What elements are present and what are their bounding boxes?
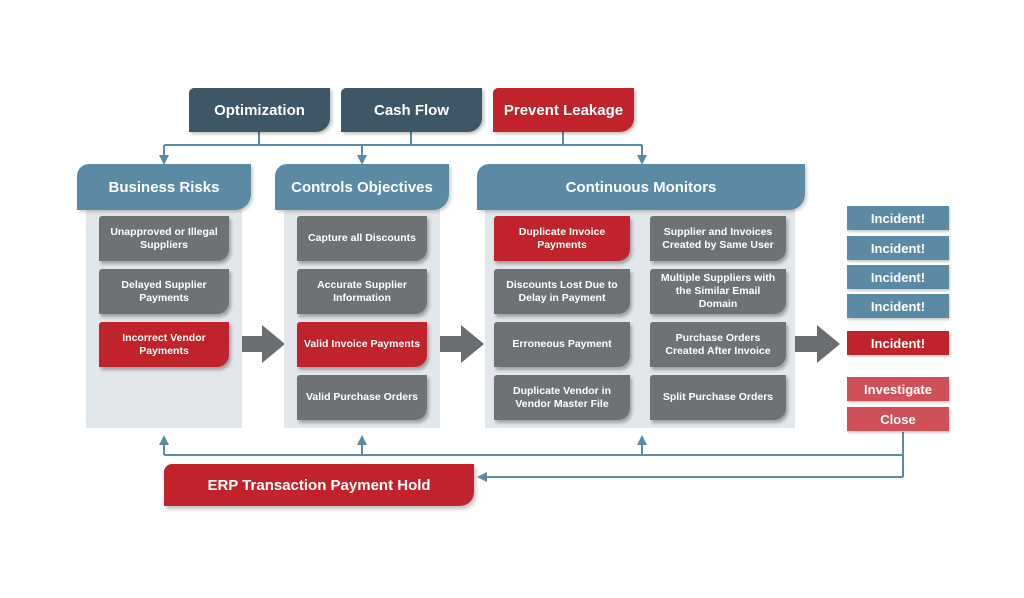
close-button[interactable]: Close bbox=[847, 407, 949, 431]
risk-unapproved-suppliers: Unapproved or Illegal Suppliers bbox=[99, 216, 229, 261]
incident-badge: Incident! bbox=[847, 236, 949, 260]
monitor-duplicate-invoice-payments: Duplicate Invoice Payments bbox=[494, 216, 630, 261]
flow-arrow-2 bbox=[436, 325, 484, 363]
controls-objectives-header: Controls Objectives bbox=[275, 164, 449, 210]
continuous-monitors-header: Continuous Monitors bbox=[477, 164, 805, 210]
incident-badge: Incident! bbox=[847, 294, 949, 318]
flow-arrow-3 bbox=[792, 325, 840, 363]
monitor-po-after-invoice: Purchase Orders Created After Invoice bbox=[650, 322, 786, 367]
flow-arrow-1 bbox=[237, 325, 285, 363]
monitor-erroneous-payment: Erroneous Payment bbox=[494, 322, 630, 367]
tab-cash-flow: Cash Flow bbox=[341, 88, 482, 132]
control-valid-purchase-orders: Valid Purchase Orders bbox=[297, 375, 427, 420]
control-accurate-supplier-info: Accurate Supplier Information bbox=[297, 269, 427, 314]
tab-optimization: Optimization bbox=[189, 88, 330, 132]
risk-delayed-payments: Delayed Supplier Payments bbox=[99, 269, 229, 314]
incident-badge-active: Incident! bbox=[847, 331, 949, 355]
business-risks-header: Business Risks bbox=[77, 164, 251, 210]
monitor-same-user: Supplier and Invoices Created by Same Us… bbox=[650, 216, 786, 261]
erp-payment-hold: ERP Transaction Payment Hold bbox=[164, 464, 474, 506]
incident-badge: Incident! bbox=[847, 206, 949, 230]
control-valid-invoice-payments: Valid Invoice Payments bbox=[297, 322, 427, 367]
risk-incorrect-vendor-payments: Incorrect Vendor Payments bbox=[99, 322, 229, 367]
incident-badge: Incident! bbox=[847, 265, 949, 289]
control-capture-discounts: Capture all Discounts bbox=[297, 216, 427, 261]
monitor-discounts-lost: Discounts Lost Due to Delay in Payment bbox=[494, 269, 630, 314]
monitor-similar-email-domain: Multiple Suppliers with the Similar Emai… bbox=[650, 269, 786, 314]
investigate-button[interactable]: Investigate bbox=[847, 377, 949, 401]
tab-prevent-leakage: Prevent Leakage bbox=[493, 88, 634, 132]
monitor-split-purchase-orders: Split Purchase Orders bbox=[650, 375, 786, 420]
monitor-duplicate-vendor: Duplicate Vendor in Vendor Master File bbox=[494, 375, 630, 420]
